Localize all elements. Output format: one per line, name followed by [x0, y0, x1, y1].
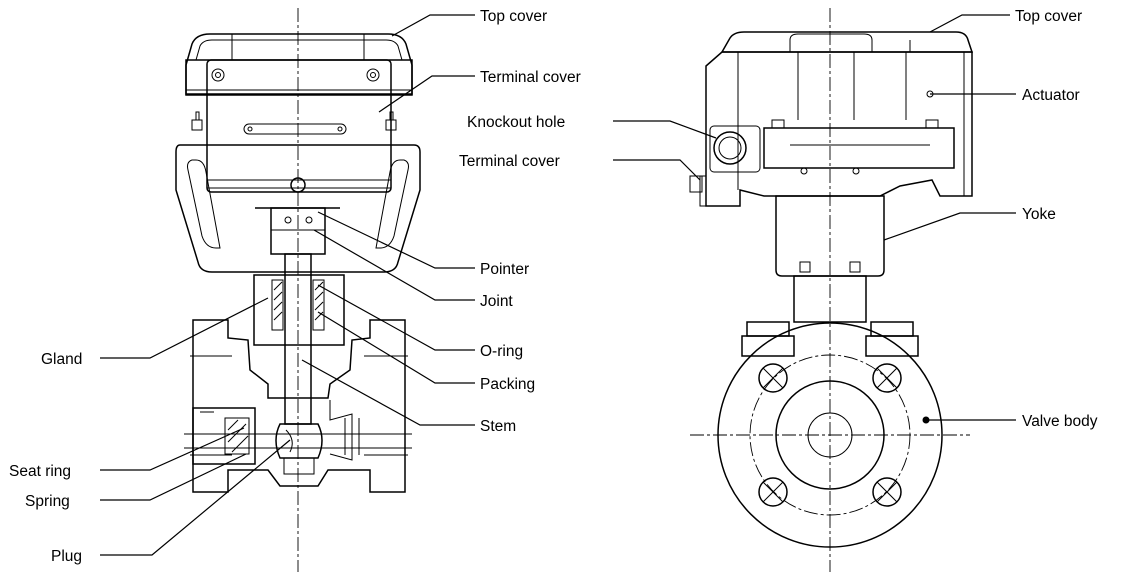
right-top-cover — [720, 31, 974, 53]
right-knockout-hole — [713, 131, 747, 165]
label-spring: Spring — [25, 493, 70, 510]
right-yoke — [775, 195, 885, 277]
right-labels: Top cover Actuator Knockout hole Termina… — [459, 8, 1098, 430]
right-actuator — [705, 51, 973, 207]
label-valve-body: Valve body — [1022, 413, 1098, 430]
left-plug — [275, 423, 323, 459]
label-o-ring: O-ring — [480, 343, 523, 360]
label-stem: Stem — [480, 418, 516, 435]
label-seat-ring: Seat ring — [9, 463, 71, 480]
right-external-view — [689, 8, 974, 572]
label-top-cover-right: Top cover — [1015, 8, 1082, 25]
left-labels: Top cover Terminal cover Pointer Joint O… — [9, 8, 581, 565]
label-packing: Packing — [480, 376, 535, 393]
left-terminal-cover — [206, 59, 392, 193]
left-valve-body — [192, 319, 406, 493]
label-yoke: Yoke — [1022, 206, 1056, 223]
label-top-cover-left: Top cover — [480, 8, 547, 25]
label-actuator: Actuator — [1022, 87, 1080, 104]
label-joint: Joint — [480, 293, 513, 310]
left-sectional-view — [175, 8, 421, 572]
label-plug: Plug — [51, 548, 82, 565]
right-bolt-holes — [758, 363, 902, 507]
label-knockout-hole: Knockout hole — [467, 114, 565, 131]
label-terminal-cover-left: Terminal cover — [480, 69, 581, 86]
label-terminal-cover-right: Terminal cover — [459, 153, 560, 170]
left-top-cover — [185, 33, 413, 96]
label-gland: Gland — [41, 351, 82, 368]
label-pointer: Pointer — [480, 261, 529, 278]
